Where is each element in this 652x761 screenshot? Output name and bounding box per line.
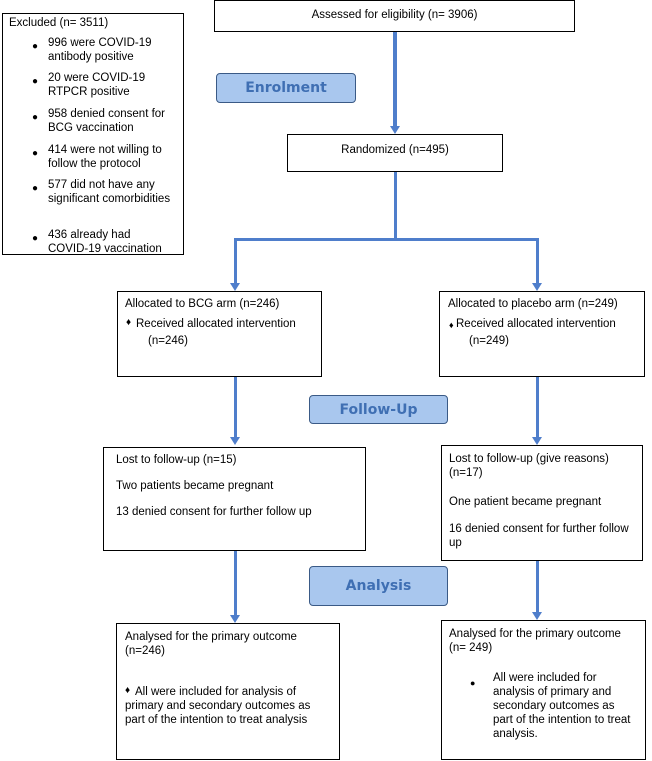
bcg-lost-pregnant: Two patients became pregnant xyxy=(116,480,274,492)
bullet-icon: ● xyxy=(32,233,39,244)
connector-line xyxy=(234,238,539,241)
placebo-allocation-bullet: Received allocated intervention xyxy=(456,318,616,330)
bullet-icon: ● xyxy=(32,183,39,194)
arrowhead-icon xyxy=(532,612,542,620)
excluded-box: Excluded (n= 3511) ● 996 were COVID-19 a… xyxy=(2,13,184,255)
bullet-icon: ● xyxy=(470,678,476,688)
arrowhead-icon xyxy=(230,437,240,445)
placebo-lost-box: Lost to follow-up (give reasons) (n=17) … xyxy=(441,445,643,561)
randomized-box: Randomized (n=495) xyxy=(287,134,503,172)
excluded-item-comorbidities: 577 did not have any significant comorbi… xyxy=(48,179,171,205)
bcg-lost-consent: 13 denied consent for further follow up xyxy=(116,506,312,518)
bcg-allocation-bullet: Received allocated intervention xyxy=(136,318,296,330)
connector-line xyxy=(234,238,237,286)
bcg-allocation-count: (n=246) xyxy=(148,335,188,347)
excluded-item-vaccination: 436 already had COVID-19 vaccination xyxy=(48,229,162,255)
connector-line xyxy=(536,561,539,614)
connector-line xyxy=(393,32,397,128)
excluded-item-rtpcr: 20 were COVID-19 RTPCR positive xyxy=(48,72,146,98)
placebo-analysed-box: Analysed for the primary outcome (n= 249… xyxy=(441,620,646,760)
bcg-lost-title: Lost to follow-up (n=15) xyxy=(116,454,237,466)
analysis-stage-label: Analysis xyxy=(309,566,448,606)
diamond-bullet-icon: ♦ xyxy=(125,685,131,696)
bcg-analysed-title: Analysed for the primary outcome (n=246) xyxy=(125,631,297,657)
connector-line xyxy=(394,172,397,240)
bullet-icon: ● xyxy=(32,148,39,159)
excluded-item-antibody: 996 were COVID-19 antibody positive xyxy=(48,37,152,63)
bcg-analysed-box: Analysed for the primary outcome (n=246)… xyxy=(116,623,340,760)
placebo-lost-title: Lost to follow-up (give reasons) (n=17) xyxy=(449,453,609,479)
connector-line xyxy=(234,377,237,440)
placebo-allocation-box: Allocated to placebo arm (n=249) ♦ Recei… xyxy=(439,291,645,377)
enrolment-stage-label: Enrolment xyxy=(216,73,356,103)
randomized-text: Randomized (n=495) xyxy=(341,144,449,156)
eligibility-box: Assessed for eligibility (n= 3906) xyxy=(214,0,575,32)
diamond-bullet-icon: ♦ xyxy=(449,320,454,330)
bullet-icon: ● xyxy=(32,41,39,52)
bcg-allocation-title: Allocated to BCG arm (n=246) xyxy=(125,298,280,310)
connector-line xyxy=(234,551,237,618)
arrowhead-icon xyxy=(532,283,542,291)
followup-stage-label: Follow-Up xyxy=(309,395,448,424)
placebo-analysed-bullet: All were included for analysis of primar… xyxy=(493,672,631,740)
diamond-bullet-icon: ♦ xyxy=(126,317,132,328)
bcg-analysed-bullet: All were included for analysis of primar… xyxy=(125,686,311,726)
placebo-allocation-count: (n=249) xyxy=(469,335,509,347)
arrowhead-icon xyxy=(230,615,240,623)
bullet-icon: ● xyxy=(32,76,39,87)
arrowhead-icon xyxy=(390,126,400,134)
bullet-icon: ● xyxy=(32,112,39,123)
placebo-allocation-title: Allocated to placebo arm (n=249) xyxy=(448,298,618,310)
bcg-allocation-box: Allocated to BCG arm (n=246) ♦ Received … xyxy=(117,291,322,377)
placebo-lost-consent: 16 denied consent for further follow up xyxy=(449,523,629,549)
placebo-analysed-title: Analysed for the primary outcome (n= 249… xyxy=(449,628,621,654)
connector-line xyxy=(536,238,539,286)
eligibility-text: Assessed for eligibility (n= 3906) xyxy=(311,9,478,21)
bcg-lost-box: Lost to follow-up (n=15) Two patients be… xyxy=(103,447,366,551)
excluded-title: Excluded (n= 3511) xyxy=(9,17,109,29)
arrowhead-icon xyxy=(532,437,542,445)
placebo-lost-pregnant: One patient became pregnant xyxy=(449,496,602,508)
excluded-item-protocol: 414 were not willing to follow the proto… xyxy=(48,144,162,170)
connector-line xyxy=(536,377,539,440)
excluded-item-consent: 958 denied consent for BCG vaccination xyxy=(48,108,166,134)
arrowhead-icon xyxy=(230,283,240,291)
